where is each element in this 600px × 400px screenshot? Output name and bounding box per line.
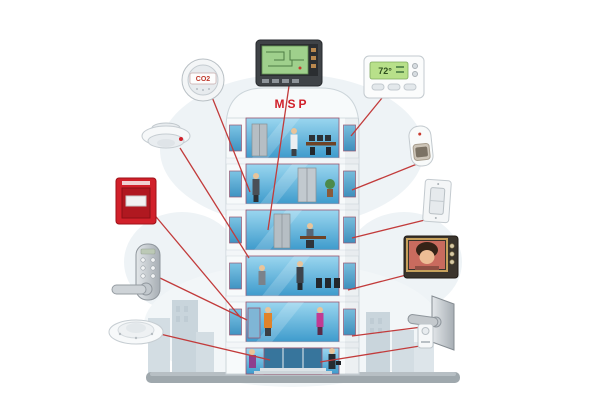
connector-line [319,345,421,363]
intercom-buttons [449,243,455,265]
smoke-detector-icon [141,122,191,149]
building-entrance [245,347,341,375]
skyline-building [414,342,434,374]
side-window [229,124,242,152]
detector-vents [196,88,210,91]
reader-button [421,327,430,335]
glass-sheen [260,164,308,204]
co2-display [189,72,217,85]
caller-face [415,242,439,270]
floor-plan-graphic [266,50,304,67]
side-window [343,308,356,336]
woman-figure [249,349,256,368]
person-figure [296,261,304,290]
indicator-led [418,132,422,136]
building-floor-1 [229,117,356,159]
thermostat-button [412,63,418,69]
man-figure [328,348,341,369]
floor-slab [225,341,360,349]
connector-line [151,211,242,319]
person-at-desk [300,223,326,248]
side-window [229,216,242,244]
switch-screw [434,216,437,219]
woman-figure [316,307,324,335]
connector-line [351,163,418,191]
side-window [343,216,356,244]
connector-line [179,147,250,259]
lcd-tick [396,66,404,68]
card-reader-icon [417,323,434,349]
connector-line [159,333,271,361]
building-floor-2 [229,163,356,205]
msp-building: MSP [225,87,360,375]
connector-line [211,96,251,193]
lcd-tick [396,71,404,73]
door-handle-icon [407,295,455,351]
connector-line [350,97,383,137]
connector-line [351,325,431,337]
side-window [343,124,356,152]
side-window [229,262,242,290]
building-floor-4 [229,255,356,297]
building-floor-5 [229,301,356,343]
building-sign: MSP [274,97,309,111]
skyline-windows [176,306,382,334]
entrance-step [260,368,326,371]
ceiling-speaker-icon [108,319,164,345]
entrance-step [254,371,332,374]
meeting-table [306,135,336,155]
co2-detector-icon: CO2 [181,58,225,102]
co2-label: CO2 [196,76,211,83]
panel-side-buttons [311,48,316,68]
indicator-led [179,137,183,141]
reader-slot [421,341,430,343]
security-control-panel-icon [255,39,323,87]
light-switch-icon [422,178,452,224]
alarm-dot [298,66,302,70]
thermostat-icon: 72° [363,55,425,99]
keypad-door-lock-icon [111,243,161,301]
floor-slab [225,295,360,303]
chair-row [316,278,340,288]
side-window [229,170,242,198]
motion-sensor-icon [408,125,434,167]
connector-line [347,273,411,291]
connector-line [159,277,248,321]
plant [325,179,335,197]
connector-line [351,218,430,239]
person-figure [252,173,260,202]
interior-door [247,307,261,339]
lock-keypad [140,257,156,279]
person-figure [258,265,266,285]
pull-handle [125,195,147,207]
worker-figure [264,307,272,336]
lock-lever [111,284,147,295]
connector-line [267,85,290,231]
skyline-building [172,300,198,374]
video-intercom-icon [403,235,459,279]
fire-alarm-pull-station-icon [115,177,157,225]
building-shading [345,118,359,374]
thermostat-button [412,71,418,77]
thermostat-reading: 72° [378,66,392,76]
person-figure [290,128,298,156]
city-skyline [148,300,434,374]
floor-slab [225,203,360,211]
skyline-building [392,330,414,374]
panel-buttons [262,79,299,83]
switch-screw [437,183,440,186]
lock-display [140,248,156,255]
floor-slab [225,157,360,165]
thermostat-keys [371,83,417,91]
building-floor-3 [229,209,356,251]
speaker-holes [118,332,154,340]
skyline-building [196,332,214,374]
alarm-label-strip [122,181,150,185]
connector-lines [151,85,431,363]
intercom-frame [406,238,448,272]
